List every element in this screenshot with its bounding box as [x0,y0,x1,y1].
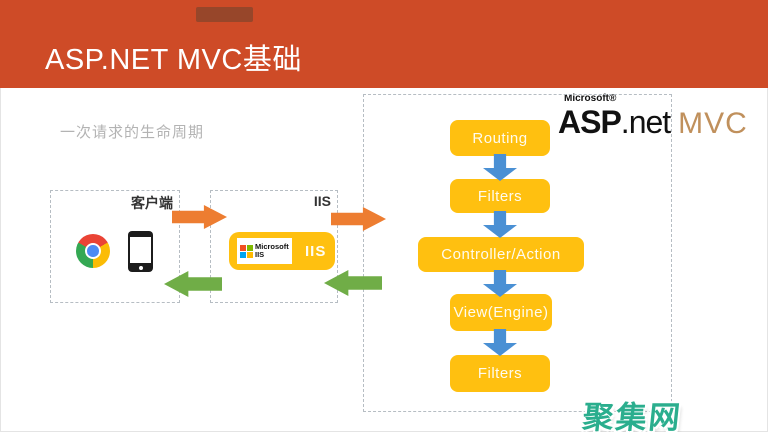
microsoft-iis-logo: Microsoft IIS [237,238,292,264]
client-box-label: 客户端 [131,195,173,211]
ms-brand-line1: Microsoft [255,242,289,251]
chrome-icon [76,234,110,268]
ms-brand-line2: IIS [255,250,265,259]
flow-step-view-engine: View(Engine) [450,294,552,331]
microsoft-iis-logo-text: Microsoft IIS [255,243,289,259]
mvc-logo-text: MVC [678,107,748,140]
iis-server-pill: Microsoft IIS IIS [229,232,335,270]
iis-box: IIS Microsoft IIS IIS [210,190,338,303]
iis-pill-badge: IIS [305,242,327,260]
header-bar: ASP.NET MVC基础 [0,0,768,88]
flow-step-filters-2: Filters [450,355,550,392]
flow-step-routing: Routing [450,120,550,156]
site-watermark: 聚集网 [580,400,684,432]
top-overlay-badge [196,7,253,22]
flow-step-controller-action: Controller/Action [418,237,584,272]
page-title: ASP.NET MVC基础 [45,44,302,76]
smartphone-home-button [138,266,143,270]
iis-box-label: IIS [313,193,331,209]
lifecycle-caption: 一次请求的生命周期 [60,124,205,141]
aspnet-mvc-logo: Microsoft® ASP .net MVC [558,93,766,140]
net-logo-text: .net [620,104,671,140]
microsoft-wordmark: Microsoft® [564,93,617,104]
smartphone-screen [130,237,151,263]
flow-step-filters-1: Filters [450,179,550,213]
microsoft-squares-icon [240,244,253,258]
mvc-pipeline-box [363,94,672,412]
asp-logo-text: ASP [558,104,622,140]
client-box: 客户端 [50,190,180,303]
smartphone-icon [128,231,153,272]
